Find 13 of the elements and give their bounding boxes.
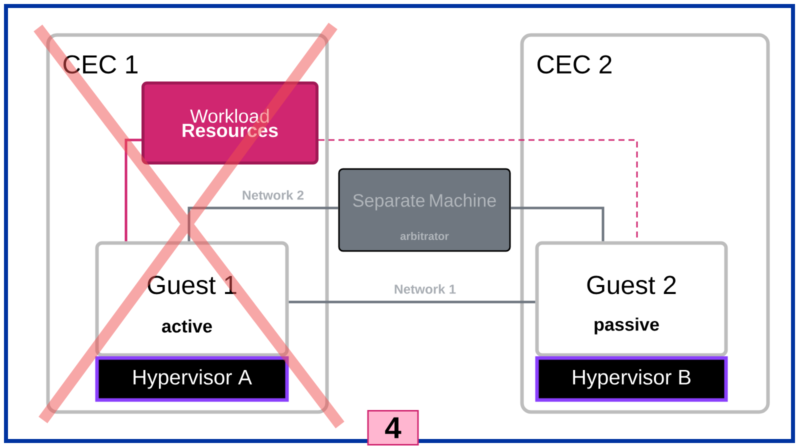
guest-box: Guest 1 active: [95, 241, 289, 357]
hypervisor-box: Hypervisor A: [95, 356, 289, 402]
connector-line: [288, 300, 536, 304]
guest-box: Guest 2 passive: [535, 241, 728, 357]
hypervisor-box: Hypervisor B: [535, 356, 728, 402]
connector-line: [124, 138, 142, 242]
step-number: 4: [367, 410, 419, 446]
machine-box: Separate Machine arbitrator: [338, 168, 511, 252]
edge-label: Network 1: [392, 283, 458, 295]
connector-line: [188, 206, 338, 242]
edge-label: Network 2: [240, 189, 306, 201]
workload-box: Workload Resources: [142, 82, 318, 164]
connector-line: [510, 206, 604, 242]
